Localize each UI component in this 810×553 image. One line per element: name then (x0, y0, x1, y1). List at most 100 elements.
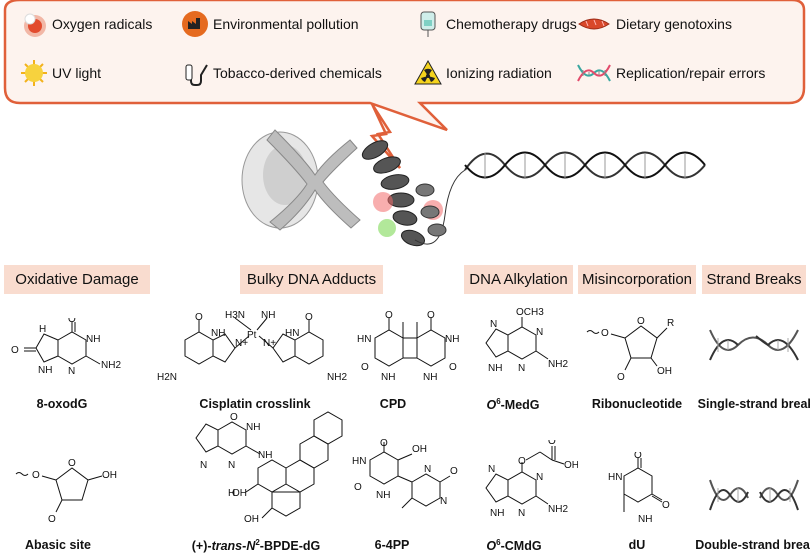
lesion-label-cisplatin: Cisplatin crosslink (199, 397, 311, 411)
source-environmental-pollution: Environmental pollution (181, 10, 359, 38)
source-oxygen-radicals: Oxygen radicals (20, 10, 152, 38)
lesion-label-ribonucleotide: Ribonucleotide (591, 397, 683, 411)
svg-text:O: O (68, 318, 76, 325)
svg-text:N: N (536, 327, 543, 338)
lightning-bolt-icon (369, 103, 402, 169)
lesion-label-o6-cmdg: O6-CMdG (486, 538, 542, 553)
category-strand-breaks: Strand Breaks (702, 265, 806, 294)
svg-text:N: N (424, 464, 431, 475)
svg-text:HN: HN (352, 456, 366, 467)
svg-text:NH: NH (445, 334, 459, 345)
source-replication-errors: Replication/repair errors (576, 59, 765, 87)
source-label: Oxygen radicals (52, 16, 153, 32)
category-label: Strand Breaks (706, 271, 802, 288)
category-misincorporation: Misincorporation (578, 265, 696, 294)
svg-text:O: O (230, 412, 238, 423)
category-label: Bulky DNA Adducts (246, 271, 377, 288)
category-label: DNA Alkylation (469, 271, 568, 288)
category-dna-alkylation: DNA Alkylation (464, 265, 573, 294)
svg-text:O: O (450, 466, 458, 477)
svg-text:OH: OH (564, 460, 578, 471)
structure-du: O O HN NH (604, 452, 674, 530)
svg-text:N: N (518, 363, 525, 374)
chromatin-fiber-icon (361, 140, 426, 247)
svg-text:OH: OH (412, 444, 427, 455)
svg-text:O: O (637, 316, 645, 327)
svg-text:NH: NH (638, 514, 652, 525)
svg-text:H3N: H3N (225, 310, 245, 321)
source-label: Replication/repair errors (616, 65, 766, 81)
source-label: UV light (52, 65, 102, 81)
svg-text:O: O (617, 372, 625, 383)
lesion-label-bpde-dg: (+)-trans-N2-BPDE-dG (191, 538, 321, 553)
dna-helix-icon (576, 59, 612, 87)
dna-double-helix-icon (464, 151, 706, 179)
lesion-label-single-strand-break: Single-strand break (697, 397, 810, 411)
structure-bpde-dg: O NH NH N N H OH OH (188, 410, 358, 530)
svg-text:OH: OH (232, 488, 247, 499)
source-ionizing-radiation: Ionizing radiation (414, 59, 552, 87)
svg-text:NH2: NH2 (101, 360, 121, 371)
damage-highlight-green (378, 219, 396, 237)
svg-text:O: O (601, 328, 609, 339)
svg-text:NH: NH (376, 490, 390, 501)
lesion-label-cpd: CPD (379, 397, 407, 411)
svg-text:O: O (449, 362, 457, 373)
lesion-label-8-oxodg: 8-oxodG (36, 397, 88, 411)
svg-text:O: O (361, 362, 369, 373)
svg-text:N: N (518, 508, 525, 519)
structure-o6-cmdg: O O OH N NH2 N NH N (468, 440, 578, 532)
svg-text:NH: NH (488, 363, 502, 374)
nucleosome-icon (415, 183, 447, 237)
svg-text:O: O (32, 470, 40, 481)
source-uv-light: UV light (20, 59, 101, 87)
source-dietary-genotoxins: Dietary genotoxins (576, 10, 732, 38)
double-strand-break-icon (708, 470, 800, 520)
oxygen-radical-icon (20, 10, 48, 38)
source-label: Environmental pollution (213, 16, 359, 32)
svg-text:NH2: NH2 (327, 372, 347, 383)
sun-icon (20, 59, 48, 87)
svg-text:NH2: NH2 (548, 504, 568, 515)
structure-6-4pp: O OH HN O NH N O N (350, 438, 470, 530)
chromosome-icon (266, 129, 361, 231)
svg-text:N+: N+ (263, 338, 276, 349)
svg-text:OCH3: OCH3 (516, 307, 544, 318)
pipe-icon (181, 59, 209, 87)
source-tobacco-chemicals: Tobacco-derived chemicals (181, 59, 382, 87)
lesion-label-abasic-site: Abasic site (24, 538, 92, 552)
svg-text:O: O (48, 514, 56, 525)
svg-text:O: O (427, 310, 435, 321)
category-label: Oxidative Damage (15, 271, 139, 288)
svg-text:O: O (354, 482, 362, 493)
svg-text:H2N: H2N (157, 372, 177, 383)
svg-text:N: N (440, 496, 447, 507)
svg-text:NH: NH (246, 422, 260, 433)
lesion-label-double-strand-break: Double-strand break (695, 538, 810, 552)
svg-text:H: H (39, 324, 46, 335)
iv-bag-icon (414, 10, 442, 38)
svg-text:R: R (667, 318, 674, 329)
svg-text:NH: NH (381, 372, 395, 383)
svg-text:NH: NH (423, 372, 437, 383)
svg-text:NH: NH (261, 310, 275, 321)
svg-text:H: H (228, 488, 235, 499)
source-label: Tobacco-derived chemicals (213, 65, 382, 81)
svg-text:O: O (11, 345, 19, 356)
damage-highlight-red (373, 192, 393, 212)
sausage-icon (576, 10, 612, 38)
svg-text:NH2: NH2 (548, 359, 568, 370)
single-strand-break-icon (708, 320, 800, 370)
svg-text:N: N (536, 472, 543, 483)
svg-text:O: O (195, 312, 203, 323)
svg-text:O: O (634, 452, 642, 461)
svg-text:O: O (518, 456, 526, 467)
source-label: Ionizing radiation (446, 65, 552, 81)
svg-text:NH: NH (258, 450, 272, 461)
structure-cisplatin-crosslink: O O Pt H3N NH N+ N+ H2N NH2 NH HN (155, 308, 355, 390)
svg-text:N: N (68, 366, 75, 377)
svg-text:NH: NH (86, 334, 100, 345)
chromosome-to-dna-illustration (241, 129, 706, 247)
svg-text:HN: HN (608, 472, 622, 483)
svg-text:N: N (490, 319, 497, 330)
